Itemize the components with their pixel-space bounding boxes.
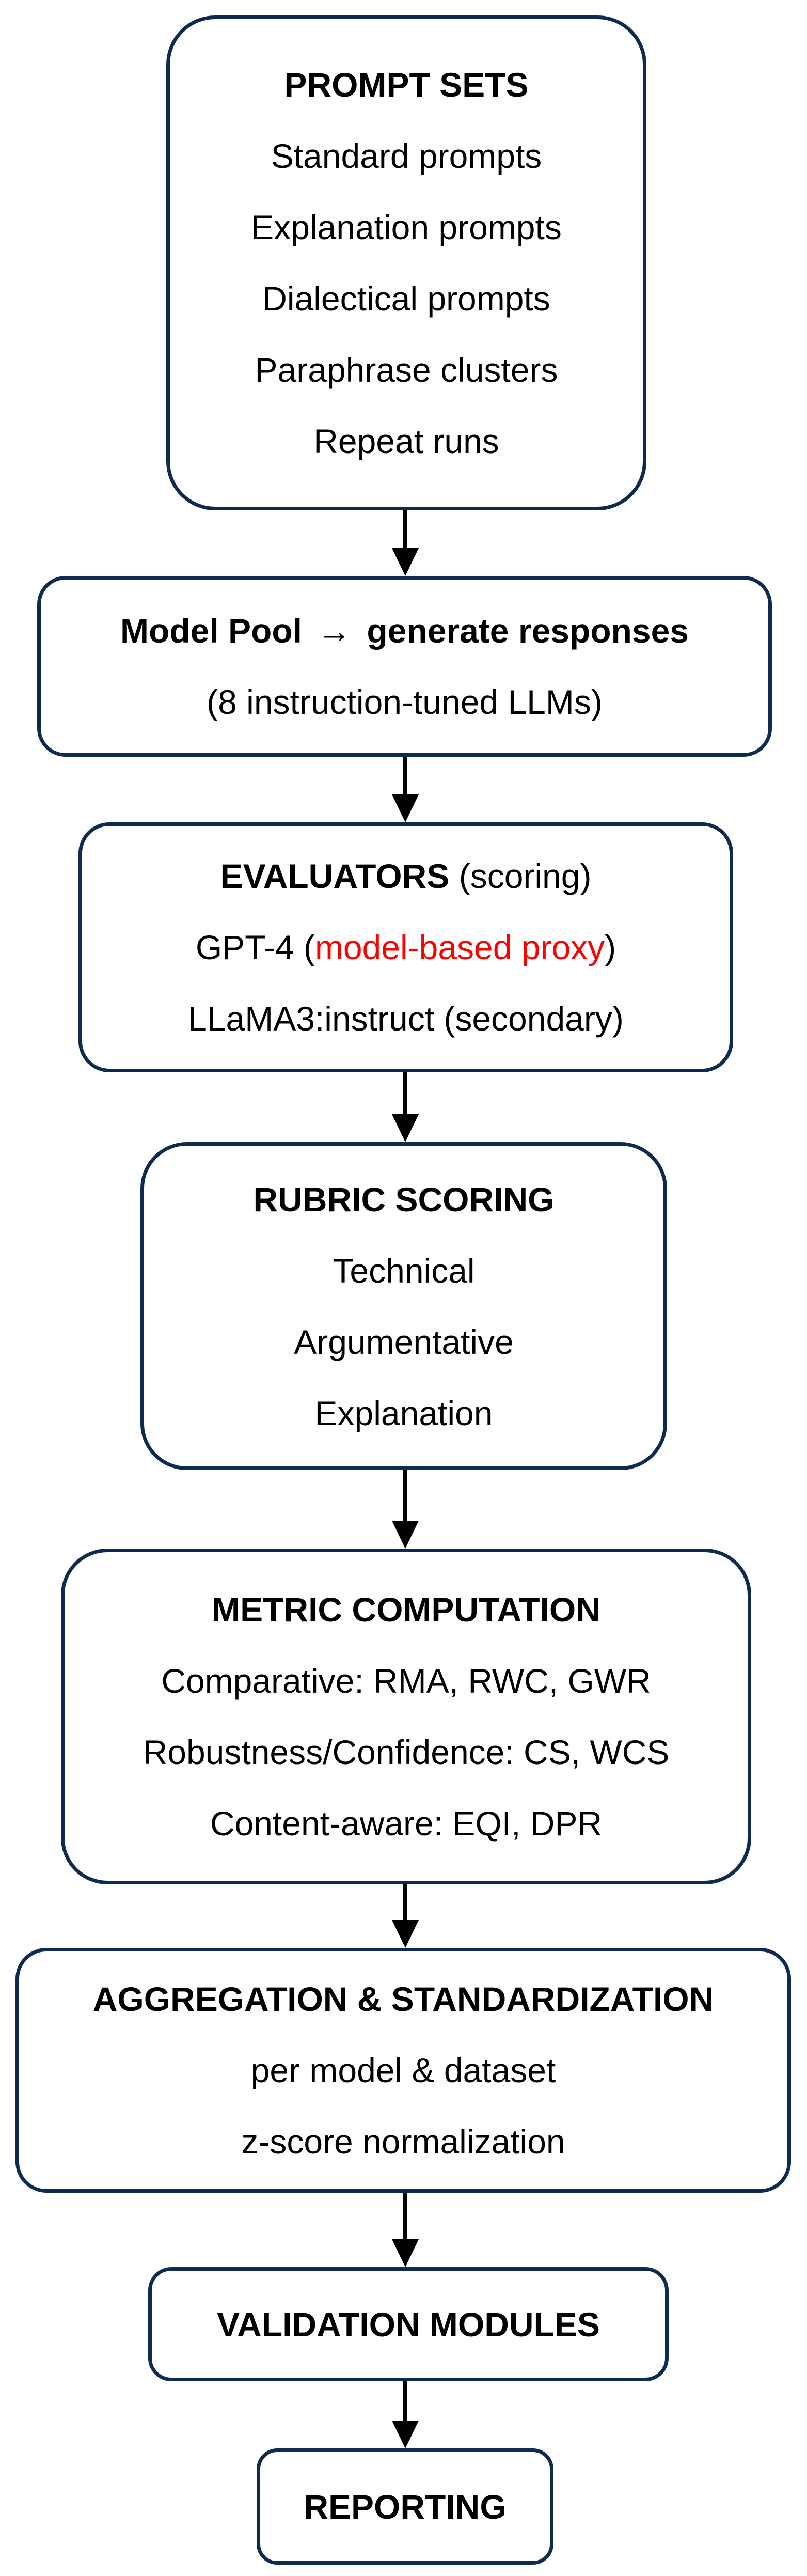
evaluators-title: EVALUATORS(scoring) — [220, 840, 592, 912]
box-metric-computation: METRIC COMPUTATION Comparative: RMA, RWC… — [61, 1549, 751, 1884]
arrow-head-icon — [392, 2421, 419, 2448]
flow-arrow-3 — [392, 1072, 419, 1142]
box-evaluators: EVALUATORS(scoring) GPT-4 (model-based p… — [78, 822, 733, 1072]
metric-computation-title: METRIC COMPUTATION — [212, 1590, 600, 1629]
model-pool-subtitle: (8 instruction-tuned LLMs) — [207, 683, 603, 721]
metric-computation-item: Comparative: RMA, RWC, GWR — [161, 1662, 651, 1700]
validation-title: VALIDATION MODULES — [217, 2305, 600, 2344]
box-rubric-scoring: RUBRIC SCORING Technical Argumentative E… — [140, 1142, 667, 1470]
flow-arrow-1 — [392, 510, 419, 576]
aggregation-title: AGGREGATION & STANDARDIZATION — [92, 1980, 714, 2018]
evaluators-secondary-line: LLaMA3:instruct (secondary) — [188, 1000, 624, 1038]
arrow-head-icon — [392, 794, 419, 822]
arrow-shaft — [403, 1470, 407, 1521]
prompt-sets-item: Standard prompts — [271, 137, 542, 175]
box-model-pool: Model Pool → generate responses (8 instruc… — [37, 576, 772, 757]
prompt-sets-item: Explanation prompts — [251, 208, 562, 246]
arrow-head-icon — [392, 1114, 419, 1142]
rubric-scoring-item: Technical — [333, 1251, 475, 1290]
aggregation-item: per model & dataset — [250, 2051, 556, 2089]
prompt-sets-title: PROMPT SETS — [284, 66, 529, 104]
prompt-sets-item: Dialectical prompts — [262, 279, 550, 318]
model-pool-title-left: Model Pool — [120, 612, 302, 650]
right-arrow-icon: → — [317, 612, 352, 650]
evaluators-title-bold: EVALUATORS — [220, 857, 450, 895]
rubric-scoring-title: RUBRIC SCORING — [253, 1180, 555, 1219]
metric-computation-item: Content-aware: EQI, DPR — [210, 1804, 603, 1843]
arrow-shaft — [403, 757, 407, 794]
arrow-shaft — [403, 2381, 407, 2421]
arrow-head-icon — [392, 1920, 419, 1948]
gpt4-label: GPT-4 ( — [195, 928, 315, 966]
flow-arrow-4 — [392, 1470, 419, 1549]
rubric-scoring-item: Explanation — [314, 1394, 493, 1432]
flow-arrow-2 — [392, 757, 419, 822]
box-reporting: REPORTING — [257, 2448, 553, 2565]
arrow-shaft — [403, 2193, 407, 2239]
model-pool-title: Model Pool → generate responses — [120, 595, 689, 666]
aggregation-item: z-score normalization — [241, 2122, 565, 2161]
arrow-shaft — [403, 510, 407, 548]
arrow-shaft — [403, 1072, 407, 1114]
evaluators-title-note: (scoring) — [458, 857, 592, 895]
evaluators-gpt4-line: GPT-4 (model-based proxy) — [196, 912, 616, 983]
arrow-head-icon — [392, 548, 419, 576]
gpt4-close-paren: ) — [605, 928, 616, 966]
prompt-sets-item: Repeat runs — [313, 422, 499, 460]
metric-computation-item: Robustness/Confidence: CS, WCS — [143, 1733, 670, 1771]
box-aggregation-standardization: AGGREGATION & STANDARDIZATION per model … — [15, 1948, 791, 2193]
box-prompt-sets: PROMPT SETS Standard prompts Explanation… — [166, 15, 646, 510]
arrow-shaft — [403, 1884, 407, 1920]
reporting-title: REPORTING — [304, 2487, 507, 2526]
gpt4-proxy-highlight: model-based proxy — [314, 928, 605, 966]
flow-arrow-7 — [392, 2381, 419, 2448]
model-pool-title-right: generate responses — [367, 612, 689, 650]
rubric-scoring-item: Argumentative — [294, 1322, 514, 1361]
prompt-sets-item: Paraphrase clusters — [255, 351, 558, 389]
flow-arrow-6 — [392, 2193, 419, 2267]
arrow-head-icon — [392, 2239, 419, 2267]
arrow-head-icon — [392, 1521, 419, 1549]
flow-arrow-5 — [392, 1884, 419, 1948]
box-validation-modules: VALIDATION MODULES — [148, 2267, 669, 2381]
